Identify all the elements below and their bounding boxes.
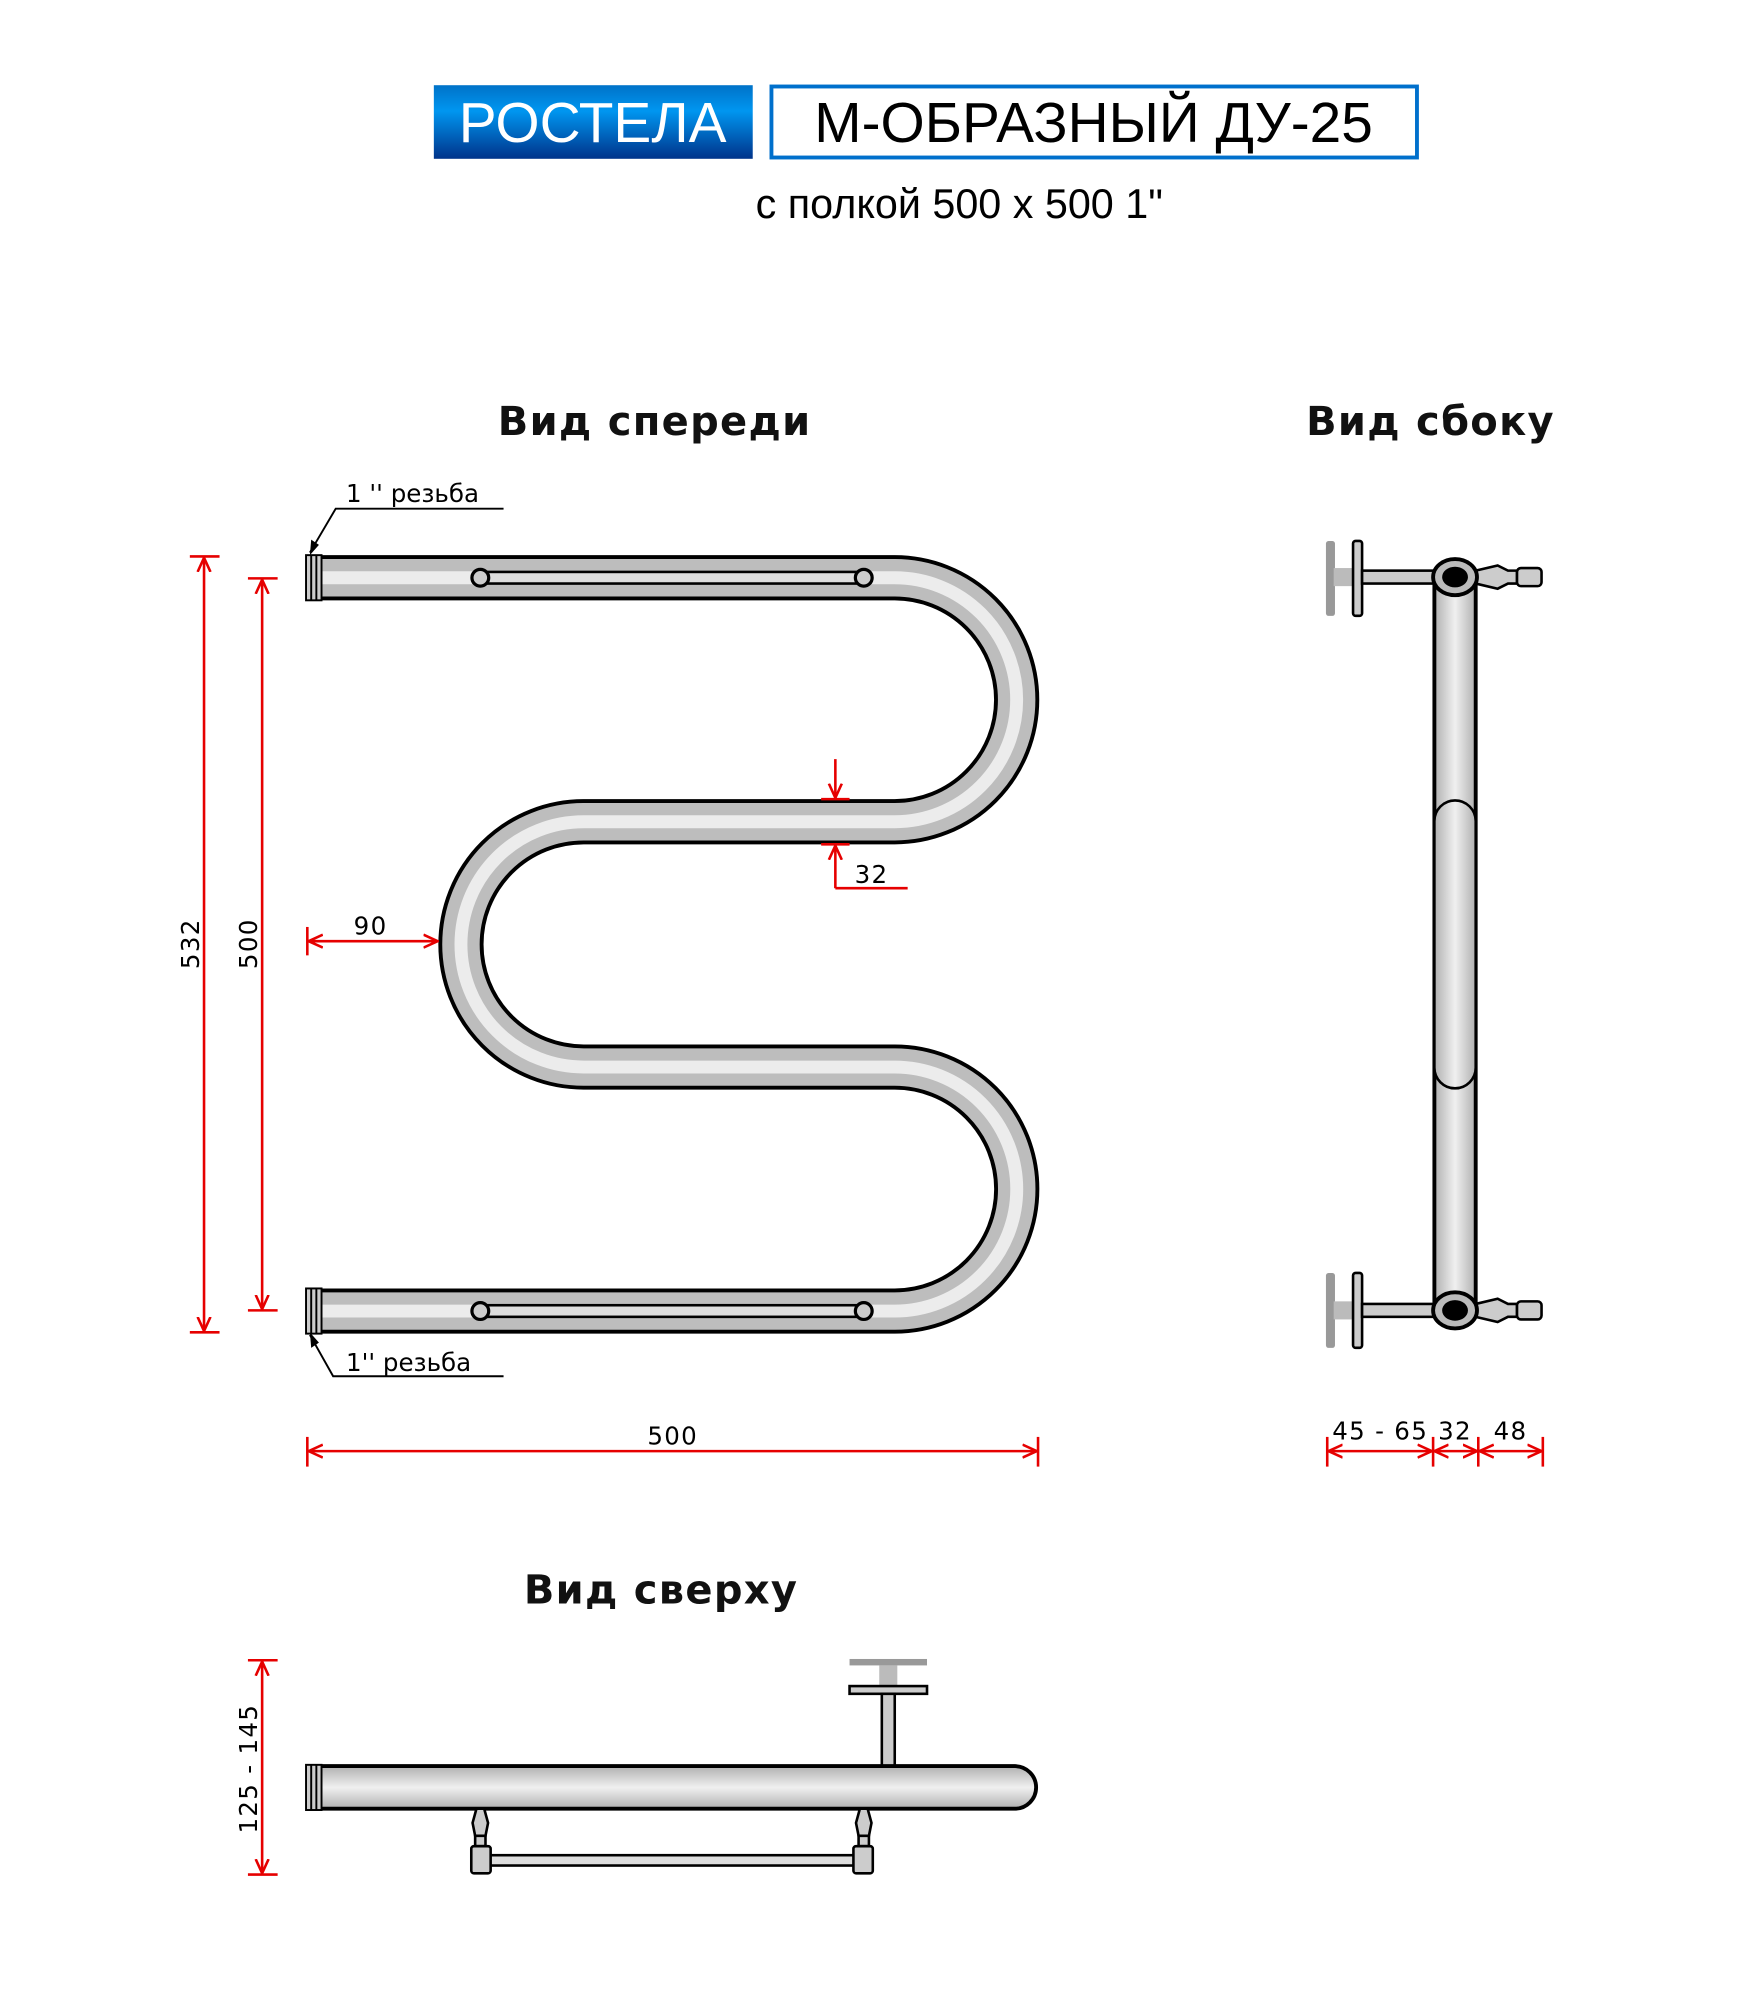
brand-label: РОСТЕЛА — [459, 92, 727, 155]
dim-532: 532 — [176, 555, 220, 1334]
thread-label-top: 1 '' резьба — [346, 479, 479, 508]
thread-label-bottom: 1'' резьба — [346, 1348, 471, 1377]
wall-bracket-bottom — [1325, 1271, 1543, 1350]
dim-wall-label: 45 - 65 — [1332, 1416, 1428, 1445]
dim-500-vertical-label: 500 — [234, 918, 263, 969]
shelf-bar-bottom — [470, 1301, 874, 1322]
side-dimensions: 45 - 65 32 48 — [1325, 1416, 1545, 1467]
brand-box — [433, 85, 753, 159]
dim-90-label: 90 — [354, 912, 388, 941]
top-view: Вид сверху 125 - 145 — [234, 1567, 1039, 1876]
top-view-title: Вид сверху — [524, 1567, 798, 1613]
dim-500-horizontal-label: 500 — [647, 1422, 698, 1451]
dim-500-vertical: 500 — [234, 577, 278, 1312]
side-view: Вид сбоку — [1306, 399, 1555, 1467]
dim-500-horizontal: 500 — [306, 1422, 1040, 1467]
front-view-title: Вид спереди — [498, 399, 812, 445]
model-title: М-ОБРАЗНЫЙ ДУ-25 — [814, 90, 1372, 155]
dim-32-label: 32 — [855, 860, 889, 889]
top-wall-bracket — [848, 1658, 929, 1768]
side-view-title: Вид сбоку — [1306, 399, 1555, 445]
thread-leader-top: 1 '' резьба — [309, 479, 504, 556]
thread-bottom — [305, 1287, 323, 1335]
m-shaped-pipe — [305, 554, 1040, 1335]
dim-532-label: 532 — [176, 918, 205, 969]
dim-shelf-label: 48 — [1494, 1416, 1528, 1445]
subtitle: с полкой 500 х 500 1" — [756, 181, 1163, 227]
dim-depth-label: 125 - 145 — [234, 1704, 263, 1834]
shelf-bar-top — [470, 567, 874, 588]
top-shelf — [469, 1807, 875, 1875]
wall-bracket-top — [1325, 539, 1543, 618]
dim-90: 90 — [306, 912, 437, 956]
dim-pipe-label: 32 — [1438, 1416, 1472, 1445]
thread-leader-bottom: 1'' резьба — [309, 1332, 504, 1378]
dim-depth: 125 - 145 — [234, 1658, 278, 1876]
thread-top — [305, 554, 323, 602]
model-box — [769, 84, 1419, 160]
top-pipe — [305, 1763, 1039, 1811]
front-view: Вид спереди 1 — [176, 399, 1040, 1467]
dim-32: 32 — [821, 759, 908, 890]
side-pipe — [1432, 575, 1478, 1313]
header: РОСТЕЛА М-ОБРАЗНЫЙ ДУ-25 с полкой 500 х … — [433, 84, 1419, 227]
